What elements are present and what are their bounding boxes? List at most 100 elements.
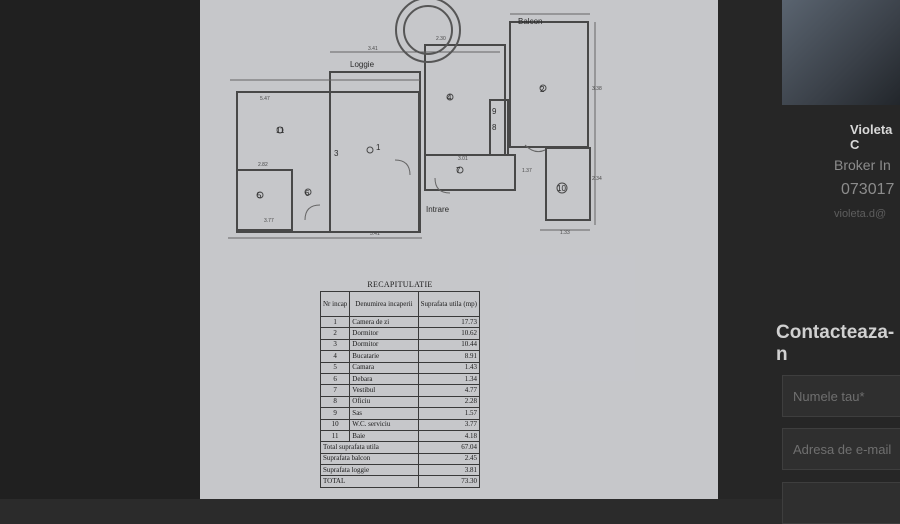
recap-total-name: Total suprafata utila (320, 441, 419, 454)
recap-cell-area: 2.28 (417, 395, 481, 409)
room-number: 1 (376, 143, 381, 152)
recap-cell-nr: 4 (319, 350, 351, 363)
room-number: 7 (456, 166, 461, 175)
agent-email[interactable]: violeta.d@ (834, 208, 887, 220)
agent-phone[interactable]: 073017 (841, 181, 895, 198)
recap-cell-nr: 2 (319, 327, 351, 340)
left-backdrop (0, 0, 200, 499)
floor-plan-drawing: Balcon Loggie Intrare 1 2 3 4 5 6 7 8 9 … (228, 0, 602, 239)
recap-cell-area: 1.57 (417, 407, 481, 420)
recap-cell-nr: 7 (319, 384, 351, 397)
room-number: 3 (334, 149, 339, 158)
recap-cell-name: Camara (349, 361, 419, 374)
recap-cell-nr: 10 (319, 418, 351, 431)
room-number: 4 (447, 93, 452, 102)
room-number: 9 (492, 107, 497, 116)
dimension-label: 1.37 (522, 168, 532, 174)
recap-cell-name: Oficiu (349, 395, 419, 409)
phone-input[interactable] (783, 483, 900, 523)
wall-sas (489, 99, 509, 156)
room-number: 11 (276, 126, 285, 135)
phone-field[interactable] (782, 482, 900, 524)
recap-cell-area: 1.43 (417, 361, 481, 374)
room-number: 10 (557, 184, 566, 193)
recap-header-nr: Nr incap (319, 291, 351, 317)
recap-total-area: 73.30 (417, 475, 481, 488)
dimension-label: 3.01 (458, 156, 468, 162)
dimension-label: 3.77 (264, 218, 274, 224)
recap-cell-name: Debara (349, 372, 419, 386)
recap-total-area: 3.81 (417, 464, 481, 477)
dimension-label: 3.41 (368, 46, 378, 52)
wall-room2 (509, 21, 589, 148)
recap-cell-area: 1.34 (417, 372, 481, 386)
dimension-label: 1.33 (560, 230, 570, 236)
wall-room10 (545, 147, 591, 221)
recap-cell-name: Sas (349, 407, 419, 420)
recap-header-area: Suprafata utila (mp) (417, 291, 481, 317)
recap-cell-area: 17.73 (417, 315, 481, 329)
dimension-label: 3.38 (592, 86, 602, 92)
agent-role: Broker In (834, 157, 891, 173)
room-number: 5 (257, 191, 262, 200)
wall-hall (424, 154, 516, 191)
recap-cell-area: 3.77 (417, 418, 481, 431)
recap-total-area: 2.45 (417, 452, 481, 466)
recap-title: RECAPITULATIE (367, 280, 433, 289)
recap-total-name: TOTAL (320, 475, 419, 488)
recap-cell-nr: 11 (319, 429, 351, 443)
recap-cell-nr: 8 (319, 395, 351, 409)
recap-total-name: Suprafata loggie (320, 464, 419, 477)
recap-cell-area: 4.18 (417, 429, 481, 443)
contact-title: Contacteaza-n (776, 322, 895, 365)
recap-cell-nr: 3 (319, 338, 351, 352)
recap-cell-name: Dormitor (349, 338, 419, 352)
recap-cell-name: Dormitor (349, 327, 419, 340)
label-balcon: Balcon (518, 17, 542, 26)
recap-cell-area: 4.77 (417, 384, 481, 397)
agent-name: Violeta C (850, 122, 893, 152)
dimension-label: 2.34 (592, 176, 602, 182)
floor-plan-image: Balcon Loggie Intrare 1 2 3 4 5 6 7 8 9 … (200, 0, 718, 499)
recap-cell-nr: 9 (319, 407, 351, 420)
room-number: 6 (305, 189, 310, 198)
name-input[interactable] (783, 376, 900, 416)
wall-living (329, 71, 421, 233)
recap-cell-name: Camera de zi (349, 315, 419, 329)
recap-header-name: Denumirea incaperii (349, 291, 419, 317)
recap-cell-area: 10.62 (417, 327, 481, 340)
recap-table: Nr incap Denumirea incaperii Suprafata u… (319, 291, 481, 488)
dimension-label: 2.30 (436, 36, 446, 42)
recap-total-area: 67.04 (417, 441, 481, 454)
recap-cell-area: 10.44 (417, 338, 481, 352)
recap-cell-nr: 1 (319, 315, 351, 329)
email-field[interactable] (782, 428, 900, 470)
recap-cell-area: 8.91 (417, 350, 481, 363)
dimension-label: 5.47 (260, 96, 270, 102)
recap-cell-nr: 5 (319, 361, 351, 374)
room-number: 2 (540, 85, 545, 94)
name-field[interactable] (782, 375, 900, 417)
email-input[interactable] (783, 429, 900, 469)
recap-cell-name: Vestibul (349, 384, 419, 397)
wall-room5 (236, 169, 293, 231)
dimension-label: 5.41 (370, 231, 380, 237)
recap-total-name: Suprafata balcon (320, 452, 419, 466)
agent-photo (782, 0, 900, 105)
label-intrare: Intrare (426, 205, 450, 214)
